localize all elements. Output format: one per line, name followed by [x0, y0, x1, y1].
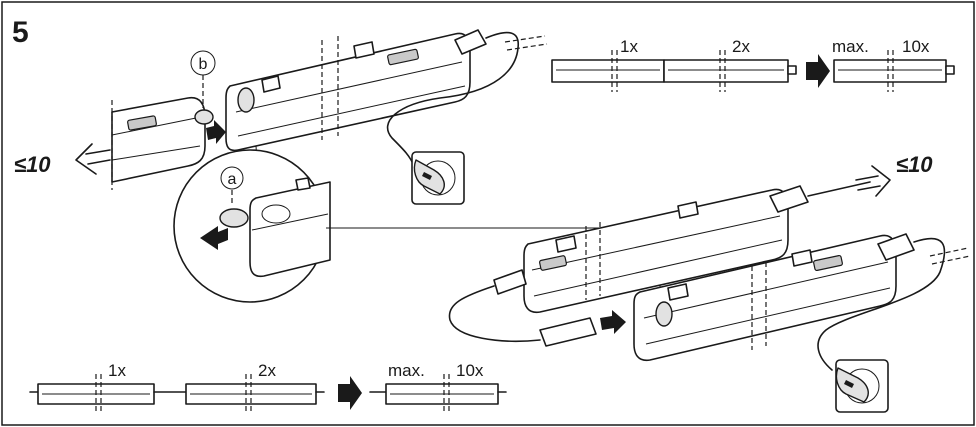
top-label-max: max. [832, 37, 869, 56]
left-limit-indicator: ≤10 [14, 143, 111, 177]
top-seq-bar-1 [551, 59, 665, 83]
bottom-label-2x: 2x [258, 361, 276, 380]
bottom-label-max: max. [388, 361, 425, 380]
bottom-sequence: 1x 2x max. 10x [29, 361, 507, 414]
step-number: 5 [12, 16, 29, 49]
right-limit-indicator: ≤10 [855, 152, 933, 197]
top-cable-and-plug [386, 29, 548, 205]
bottom-cable-and-socket [817, 237, 946, 413]
callout-a-label: a [228, 171, 237, 188]
top-seq-bar-2 [663, 59, 789, 83]
upper-right-bar [523, 181, 871, 314]
top-sequence-arrow-icon [806, 54, 830, 88]
linking-cable [448, 269, 626, 347]
bottom-label-10x: 10x [456, 361, 484, 380]
callout-b: b [190, 50, 216, 108]
limit-left-label: ≤10 [14, 152, 51, 177]
left-light-bar [111, 96, 214, 190]
top-label-10x: 10x [902, 37, 930, 56]
top-label-1x: 1x [620, 37, 638, 56]
top-seq-bar-max [833, 59, 947, 83]
callout-a-circle [220, 166, 244, 190]
bottom-label-1x: 1x [108, 361, 126, 380]
limit-right-label: ≤10 [896, 152, 933, 177]
pull-arrow-icon [200, 226, 228, 250]
lower-right-bar [633, 233, 971, 362]
top-sequence: 1x 2x max. 10x [551, 37, 955, 92]
top-label-2x: 2x [732, 37, 750, 56]
right-light-bar [225, 32, 471, 152]
callout-b-label: b [199, 56, 208, 73]
bottom-sequence-arrow-icon [338, 376, 362, 410]
connect-arrow-icon [600, 310, 626, 334]
push-arrow-icon [206, 120, 226, 144]
